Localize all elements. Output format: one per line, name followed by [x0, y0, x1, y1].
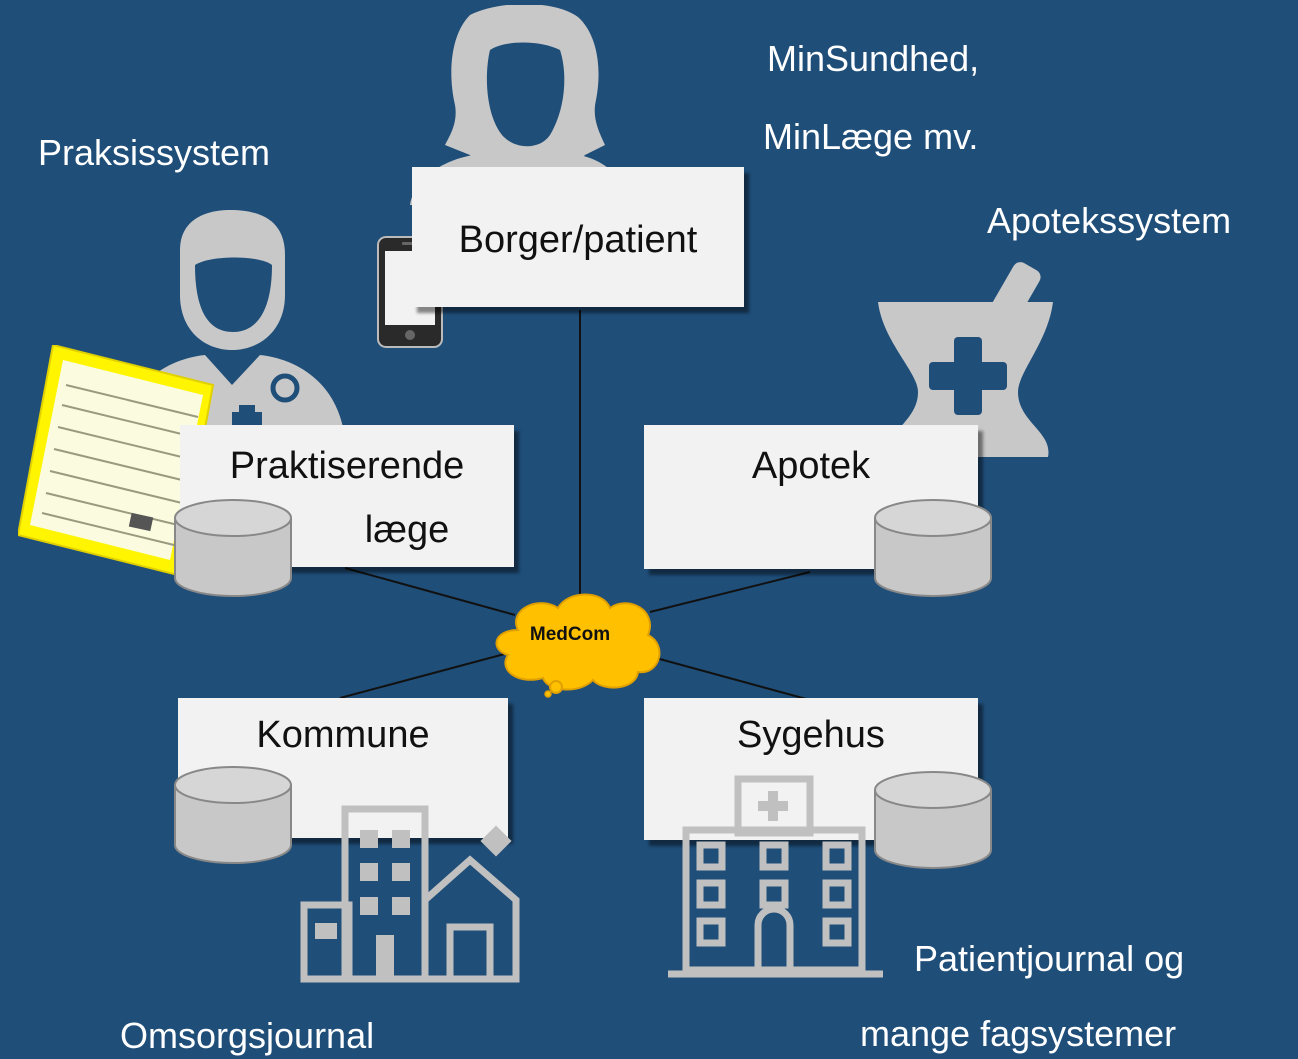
label-patientjournal-line1: Patientjournal og [914, 938, 1185, 979]
node-label-line2: læge [364, 509, 450, 551]
database-icon [874, 499, 992, 597]
label-minsundhed-line1: MinSundhed, [767, 38, 980, 79]
database-icon [174, 499, 292, 597]
database-icon [874, 771, 992, 869]
label-omsorgsjournal: Omsorgsjournal [120, 1015, 375, 1056]
label-apotekssystem: Apotekssystem [987, 200, 1232, 241]
node-label-line1: Praktiserende [229, 445, 465, 487]
node-label: Sygehus [737, 714, 885, 756]
database-icon [174, 766, 292, 864]
mortar-pestle-icon [878, 262, 1053, 457]
node-label: Kommune [256, 714, 430, 756]
node-borger-patient: Borger/patient [412, 167, 744, 307]
label-minsundhed-line2: MinLæge mv. [763, 116, 979, 157]
municipal-building-icon [300, 805, 520, 983]
cloud-icon [495, 593, 661, 698]
hospital-icon [668, 775, 883, 978]
node-label: Borger/patient [458, 219, 698, 261]
hub-label: MedCom [529, 624, 611, 645]
node-label: Apotek [751, 445, 871, 487]
label-praksissystem: Praksissystem [38, 132, 271, 173]
label-patientjournal-line2: mange fagsystemer [860, 1013, 1177, 1054]
prescription-form-icon [18, 345, 215, 575]
